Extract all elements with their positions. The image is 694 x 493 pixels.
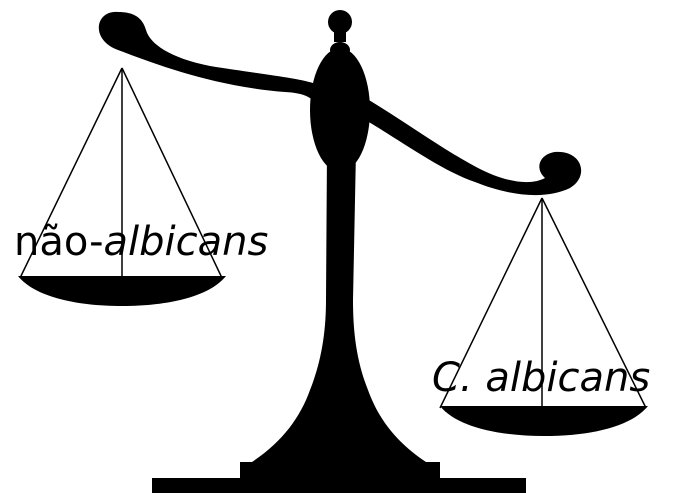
scale-column (252, 150, 426, 462)
scale-hub (310, 48, 370, 172)
left-pan-label-italic: albicans (103, 219, 269, 265)
right-pan-label: C. albicans (432, 358, 650, 398)
left-pan (18, 67, 226, 306)
left-pan-label-prefix: não- (14, 219, 104, 265)
right-pan (439, 197, 648, 436)
right-pan-label-italic: C. albicans (432, 355, 651, 401)
left-pan-label: não-albicans (14, 222, 268, 262)
scale-base (152, 462, 526, 493)
